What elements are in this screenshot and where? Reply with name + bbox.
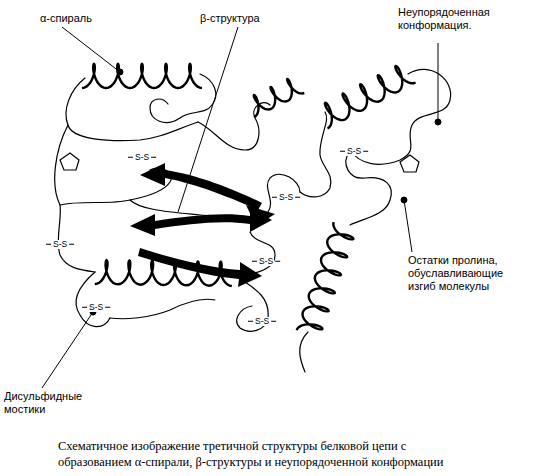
label-slot: β-структура xyxy=(200,8,260,26)
bond-stub xyxy=(128,157,133,158)
beta-arrowhead xyxy=(246,205,275,226)
bond-stub xyxy=(69,244,74,245)
disulfide-label: S-S xyxy=(254,317,270,326)
callout-label: Неупорядоченная конформация. xyxy=(398,6,528,32)
bond-stub xyxy=(105,307,110,308)
caption-slot: Схематичное изображение третичной структ… xyxy=(58,438,468,471)
bond-stub xyxy=(275,261,280,262)
callout-label: Остатки пролина, обуславливающие изгиб м… xyxy=(408,254,533,294)
label-slot: S-S xyxy=(52,233,68,251)
bond-stub xyxy=(363,151,368,152)
label-slot: S-S xyxy=(278,186,294,204)
label-slot: Дисульфидные мостики xyxy=(4,390,104,417)
disulfide-label: S-S xyxy=(278,193,294,202)
label-slot: S-S xyxy=(258,250,274,268)
disulfide-label: S-S xyxy=(88,303,104,312)
label-slot: S-S xyxy=(254,310,270,328)
proline-ring xyxy=(60,153,419,172)
disulfide-label: S-S xyxy=(52,240,68,249)
callout-label: α-спираль xyxy=(40,12,92,25)
disulfide-label: S-S xyxy=(346,147,362,156)
bond-stub xyxy=(271,321,276,322)
label-slot: Неупорядоченная конформация. xyxy=(398,6,528,33)
helix-coil xyxy=(297,222,354,330)
disulfide-label: S-S xyxy=(134,153,150,162)
disulfide-label: S-S xyxy=(258,257,274,266)
helix-coil xyxy=(95,260,232,286)
bond-stub xyxy=(46,244,51,245)
bond-stub xyxy=(248,321,253,322)
callout-label: Дисульфидные мостики xyxy=(4,390,104,416)
helix-coil xyxy=(82,64,202,88)
label-slot: Остатки пролина, обуславливающие изгиб м… xyxy=(408,254,533,294)
alpha-helices xyxy=(82,64,416,330)
helix-coil xyxy=(254,79,304,117)
callout-label: β-структура xyxy=(200,12,260,25)
label-slot: S-S xyxy=(88,296,104,314)
bond-stub xyxy=(272,197,277,198)
bond-stub xyxy=(252,261,257,262)
bond-stub xyxy=(340,151,345,152)
label-slot: S-S xyxy=(346,140,362,158)
label-slot: S-S xyxy=(134,146,150,164)
figure-caption: Схематичное изображение третичной структ… xyxy=(58,438,468,471)
leader-lines xyxy=(42,27,441,388)
disulfide-stubs xyxy=(46,151,368,321)
polypeptide-chain xyxy=(55,69,451,372)
bond-stub xyxy=(151,157,156,158)
bond-stub xyxy=(295,197,300,198)
bond-stub xyxy=(82,307,87,308)
label-slot: α-спираль xyxy=(40,8,92,26)
helix-coil xyxy=(325,66,416,129)
